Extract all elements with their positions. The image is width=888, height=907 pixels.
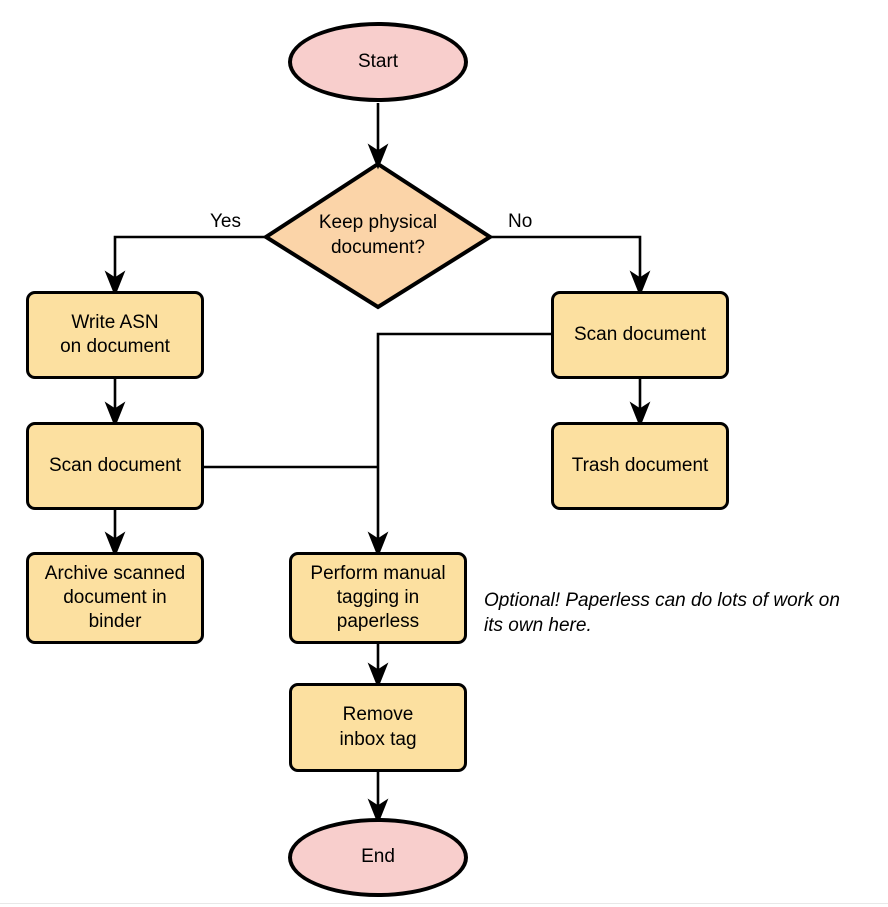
node-write-asn-label: Write ASN on document (60, 311, 170, 357)
node-archive-in-binder-label: Archive scanned document in binder (44, 562, 186, 633)
node-scan-document-left[interactable]: Scan document (26, 422, 204, 510)
node-trash-document-label: Trash document (571, 454, 709, 476)
node-perform-manual-tagging[interactable]: Perform manual tagging in paperless (289, 552, 467, 644)
edge-label-yes: Yes (210, 211, 241, 232)
node-start-label: Start (357, 50, 399, 72)
edge-scan-right-to-tagging (367, 332, 551, 558)
node-trash-document[interactable]: Trash document (551, 422, 729, 510)
annotation-optional-note: Optional! Paperless can do lots of work … (484, 590, 840, 637)
edge-yes-to-write-asn (104, 235, 266, 297)
bottom-rule (0, 903, 888, 904)
node-start[interactable]: Start (288, 22, 468, 102)
node-remove-inbox-tag-label: Remove inbox tag (339, 704, 417, 750)
edge-label-no: No (508, 211, 533, 232)
node-write-asn[interactable]: Write ASN on document (26, 291, 204, 379)
node-remove-inbox-tag[interactable]: Remove inbox tag (289, 683, 467, 772)
node-perform-manual-tagging-label: Perform manual tagging in paperless (310, 562, 446, 633)
node-end-label: End (361, 846, 395, 868)
node-keep-physical-document[interactable]: Keep physical document? (266, 164, 490, 307)
node-end[interactable]: End (288, 818, 468, 897)
node-keep-physical-document-label: Keep physical document? (318, 212, 438, 258)
node-scan-document-right-label: Scan document (573, 323, 707, 345)
edge-no-to-scan-right (490, 235, 651, 297)
node-archive-in-binder[interactable]: Archive scanned document in binder (26, 552, 204, 644)
node-scan-document-right[interactable]: Scan document (551, 291, 729, 379)
node-scan-document-left-label: Scan document (48, 454, 182, 476)
